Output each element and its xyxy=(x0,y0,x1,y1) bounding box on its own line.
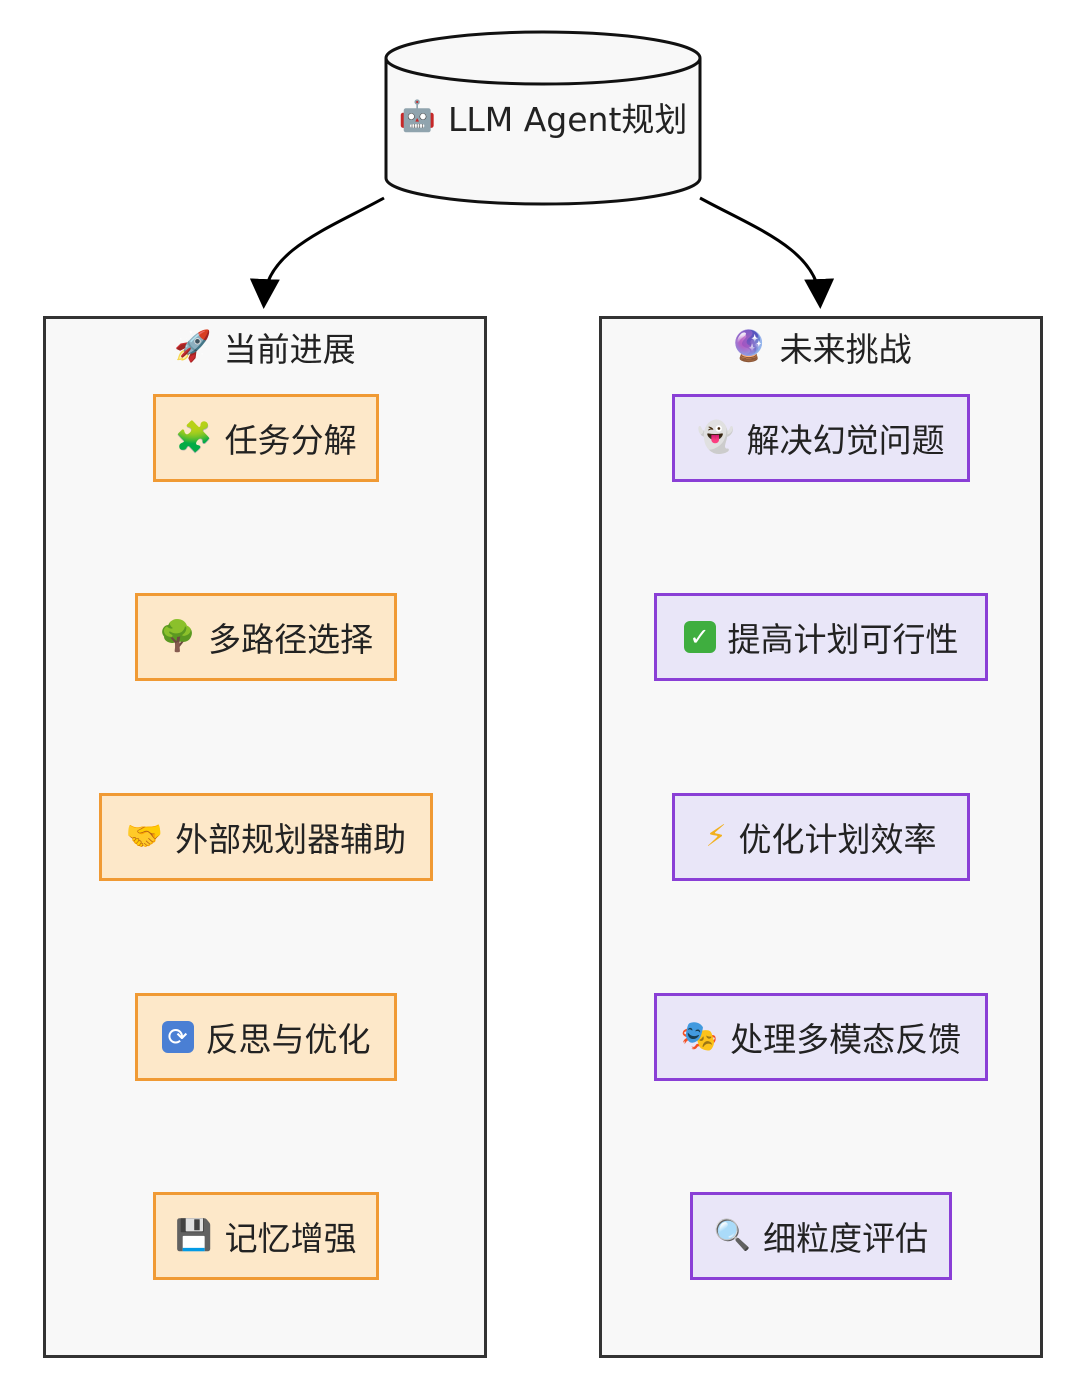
node-label: 记忆增强 xyxy=(224,1219,357,1258)
group-title-progress: 🚀 当前进展 xyxy=(46,325,484,369)
node-multimodal-feedback[interactable]: 🎭 处理多模态反馈 xyxy=(654,993,988,1081)
root-node-cylinder[interactable] xyxy=(384,30,702,206)
edge-root-to-progress xyxy=(249,196,385,309)
node-label: 反思与优化 xyxy=(205,1020,371,1059)
node-label: 外部规划器辅助 xyxy=(175,820,407,859)
node-reflection-optimization[interactable]: ⟳ 反思与优化 xyxy=(135,993,397,1081)
crystal-ball-icon: 🔮 xyxy=(730,329,768,364)
robot-icon: 🤖 xyxy=(398,99,436,134)
lightning-icon: ⚡ xyxy=(705,819,727,854)
magnifier-icon: 🔍 xyxy=(713,1218,752,1253)
node-fine-grained-evaluation[interactable]: 🔍 细粒度评估 xyxy=(690,1192,952,1280)
tree-icon: 🌳 xyxy=(158,619,197,654)
node-label: 提高计划可行性 xyxy=(727,620,959,659)
node-plan-efficiency[interactable]: ⚡ 优化计划效率 xyxy=(672,793,970,881)
node-task-decomposition[interactable]: 🧩 任务分解 xyxy=(153,394,379,482)
ghost-icon: 👻 xyxy=(697,420,735,455)
node-plan-feasibility[interactable]: ✓ 提高计划可行性 xyxy=(654,593,988,681)
node-label: 处理多模态反馈 xyxy=(730,1020,962,1059)
root-title: LLM Agent规划 xyxy=(447,100,688,139)
node-multi-path-selection[interactable]: 🌳 多路径选择 xyxy=(135,593,397,681)
floppy-disk-icon: 💾 xyxy=(175,1218,213,1253)
group-title-challenges: 🔮 未来挑战 xyxy=(602,325,1040,369)
group-title-text: 未来挑战 xyxy=(779,330,912,369)
refresh-icon: ⟳ xyxy=(161,1021,194,1053)
node-label: 细粒度评估 xyxy=(763,1219,929,1258)
theater-masks-icon: 🎭 xyxy=(680,1019,719,1054)
node-label: 优化计划效率 xyxy=(738,820,937,859)
rocket-icon: 🚀 xyxy=(174,329,212,364)
group-title-text: 当前进展 xyxy=(223,330,356,369)
node-label: 解决幻觉问题 xyxy=(746,421,945,460)
node-external-planner[interactable]: 🤝 外部规划器辅助 xyxy=(99,793,433,881)
edge-root-to-challenges xyxy=(699,196,835,309)
node-hallucination[interactable]: 👻 解决幻觉问题 xyxy=(672,394,970,482)
node-label: 任务分解 xyxy=(224,421,357,460)
puzzle-icon: 🧩 xyxy=(175,420,213,455)
node-memory-enhancement[interactable]: 💾 记忆增强 xyxy=(153,1192,379,1280)
node-label: 多路径选择 xyxy=(208,620,374,659)
check-mark-icon: ✓ xyxy=(683,621,716,653)
root-node-label: 🤖 LLM Agent规划 xyxy=(386,88,700,146)
handshake-icon: 🤝 xyxy=(125,819,164,854)
